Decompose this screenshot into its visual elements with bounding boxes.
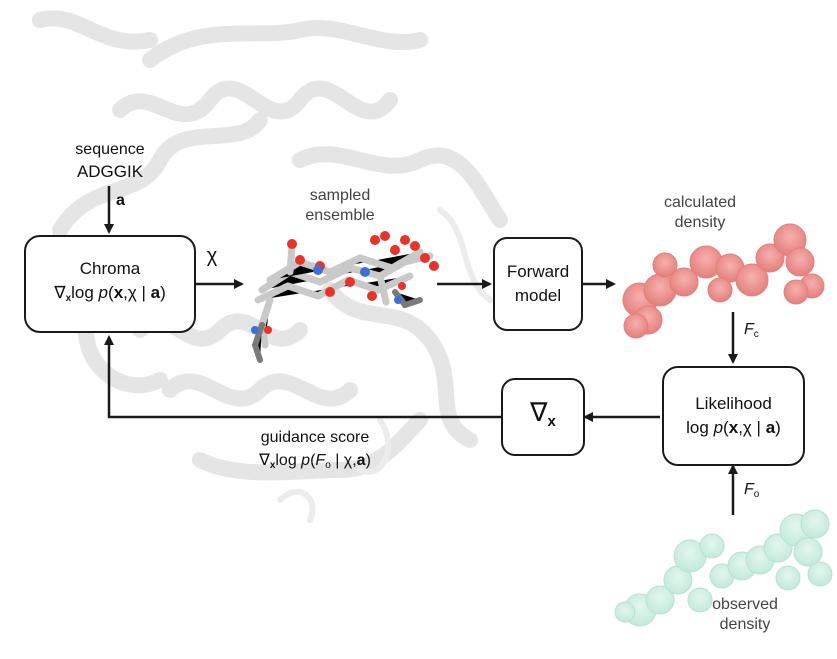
x-var: x (728, 418, 739, 437)
log-text: log (686, 418, 714, 437)
p-text: p (713, 418, 724, 437)
chroma-formula: ∇xlog p(x,χ | a) (54, 281, 166, 311)
paren-open: ( (108, 283, 114, 302)
paren-close: ) (365, 452, 371, 469)
nabla-symbol: ∇ (259, 450, 270, 469)
nabla-subscript: x (65, 293, 72, 304)
paren-open: ( (310, 452, 316, 469)
log-text: log (275, 452, 302, 469)
p-text: p (98, 283, 109, 302)
F-var: F (315, 452, 326, 469)
ensemble-label-line1: sampled (309, 187, 371, 204)
paren-open: ( (723, 418, 729, 437)
chi-label: χ (206, 245, 218, 267)
nabla-symbol: ∇ (530, 398, 548, 428)
guidance-formula: ∇xlog p(Fo | χ,a) (215, 450, 415, 476)
fo-label: Fo (744, 480, 774, 505)
chi-given: ,χ | (738, 418, 766, 437)
F-subscript: o (325, 460, 331, 471)
given-bar: | (330, 452, 344, 469)
nabla-subscript: x (269, 460, 276, 471)
fo-subscript: o (753, 489, 760, 500)
likelihood-title: Likelihood (695, 394, 772, 413)
likelihood-formula: log p(x,χ | a) (686, 416, 781, 440)
observed-density-line1: observed (712, 596, 778, 613)
forward-model-line1: Forward (506, 262, 570, 281)
fc-letter: F (744, 321, 754, 338)
chroma-title: Chroma (79, 259, 141, 278)
guidance-title: guidance score (260, 429, 370, 446)
observed-density-blob (614, 509, 833, 627)
fo-letter: F (744, 481, 754, 498)
calculated-density-line2: density (674, 214, 726, 231)
forward-model-line2: model (514, 286, 562, 305)
paren-close: ) (160, 283, 166, 302)
a-var: a (356, 452, 366, 469)
log-text: log (71, 283, 99, 302)
chroma-box: Chroma ∇xlog p(x,χ | a) (24, 235, 196, 333)
ensemble-label-line2: ensemble (305, 207, 375, 224)
flow-arrows (104, 186, 738, 515)
ensemble-molecules (251, 231, 439, 363)
gradient-symbol: ∇x (530, 400, 556, 434)
x-var: x (113, 283, 124, 302)
gradient-box: ∇x (501, 378, 585, 456)
sequence-arrow-label: a (116, 192, 125, 209)
a-var: a (765, 418, 776, 437)
fc-subscript: c (753, 329, 759, 340)
chi-given: ,χ | (123, 283, 151, 302)
nabla-symbol: ∇ (54, 283, 66, 303)
p-text: p (301, 452, 311, 469)
forward-model-box: Forward model (493, 237, 583, 331)
calculated-density-blob (622, 223, 825, 339)
paren-close: ) (775, 418, 781, 437)
sequence-label: sequence (75, 141, 145, 158)
nabla-subscript: x (547, 413, 556, 430)
sequence-value: ADGGIK (76, 162, 144, 181)
observed-density-line2: density (719, 616, 771, 633)
calculated-density-line1: calculated (663, 194, 737, 211)
comma: , (352, 452, 357, 469)
a-var: a (150, 283, 161, 302)
fc-label: Fc (744, 320, 774, 345)
protein-cartoon (32, 10, 508, 481)
likelihood-box: Likelihood log p(x,χ | a) (662, 366, 805, 466)
chi-var: χ (343, 452, 353, 469)
